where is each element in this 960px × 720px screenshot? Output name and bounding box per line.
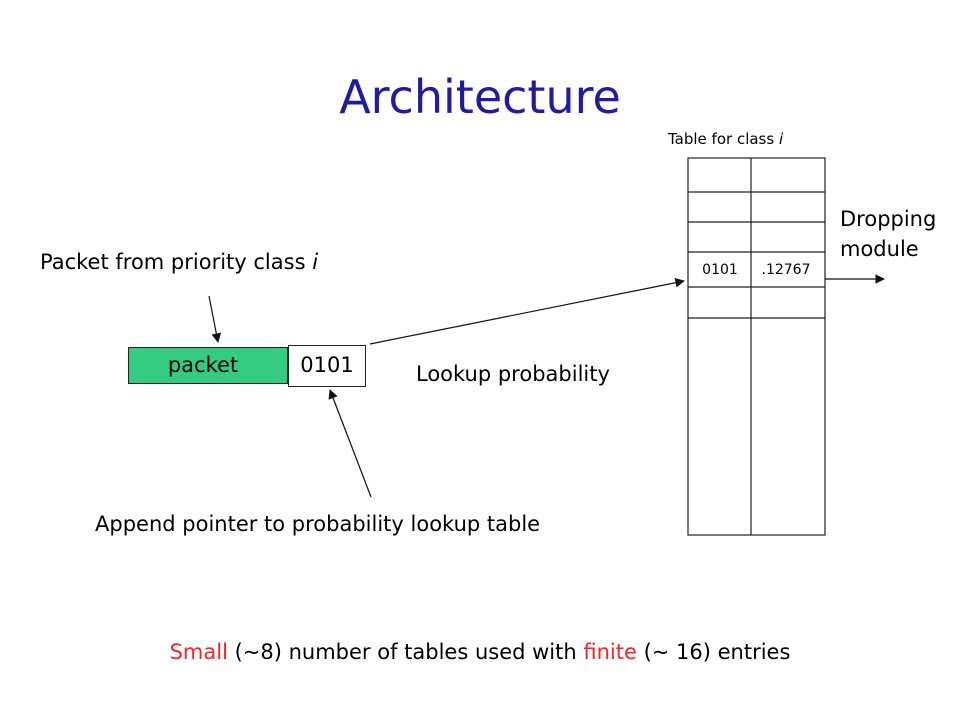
append-arrow xyxy=(328,389,372,498)
table-entry-pointer: 0101 xyxy=(702,262,738,278)
page-title: Architecture xyxy=(339,70,621,124)
table-caption-class-var: i xyxy=(778,130,784,148)
packet-source-text: Packet from priority class xyxy=(40,250,313,274)
lookup-arrow xyxy=(369,277,685,345)
dropping-module-label: Dropping module xyxy=(840,204,936,264)
packet-source-arrow xyxy=(208,295,222,343)
footnote: Small (~8) number of tables used with fi… xyxy=(0,640,960,664)
packet-source-label: Packet from priority class i xyxy=(40,250,318,274)
packet-box: packet xyxy=(128,347,288,384)
table-entry-probability: .12767 xyxy=(761,262,811,278)
footnote-highlight-small: Small xyxy=(169,640,228,664)
pointer-box: 0101 xyxy=(288,345,366,387)
append-pointer-label: Append pointer to probability lookup tab… xyxy=(95,512,541,536)
table-caption: Table for class i xyxy=(668,130,783,148)
dropping-module-line1: Dropping xyxy=(840,207,937,231)
table-caption-text: Table for class xyxy=(668,130,779,148)
packet-label: packet xyxy=(167,353,239,377)
lookup-probability-label: Lookup probability xyxy=(416,362,610,386)
packet-source-class-var: i xyxy=(312,250,319,274)
dropping-module-line2: module xyxy=(840,237,919,261)
footnote-text-2: (~ 16) entries xyxy=(636,640,791,664)
footnote-text-1: (~8) number of tables used with xyxy=(227,640,584,664)
lookup-table xyxy=(687,157,826,536)
footnote-highlight-finite: finite xyxy=(583,640,637,664)
pointer-label: 0101 xyxy=(300,353,354,377)
